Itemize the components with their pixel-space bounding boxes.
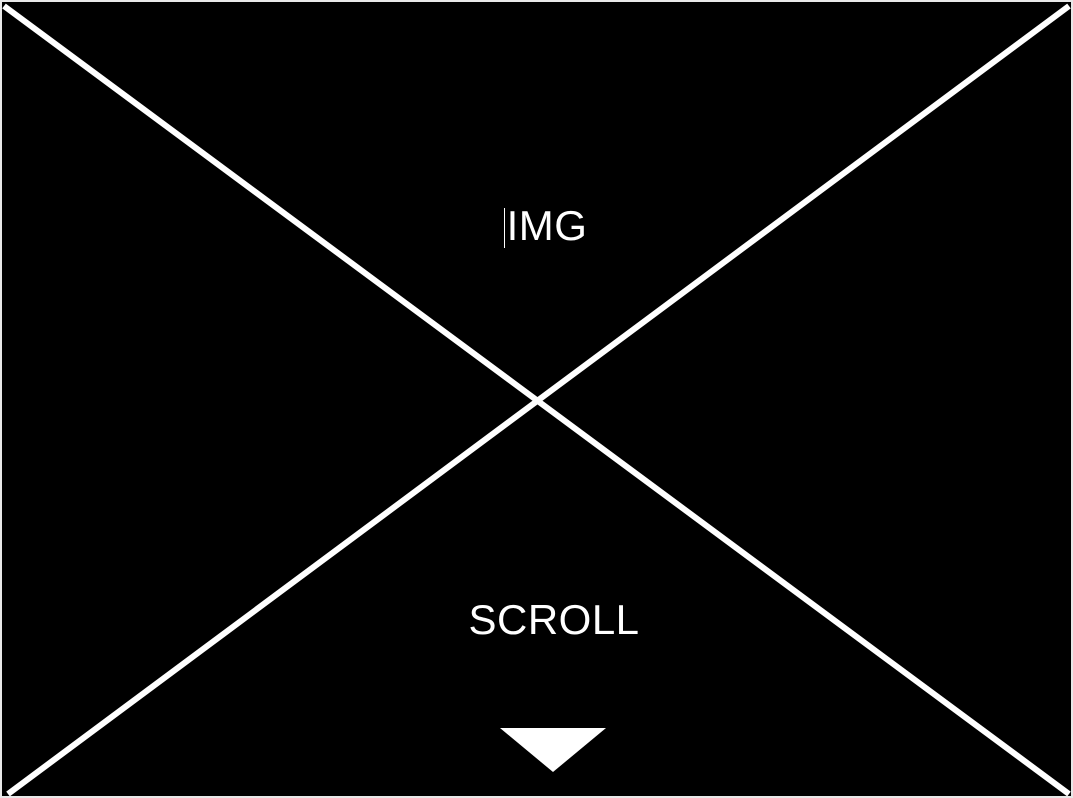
- text-caret: [504, 208, 505, 248]
- scroll-label[interactable]: SCROLL: [468, 596, 640, 643]
- image-placeholder-label: IMG: [506, 202, 588, 249]
- triangle-down-icon[interactable]: [498, 726, 608, 776]
- placeholder-diagonal-up: [6, 3, 1071, 796]
